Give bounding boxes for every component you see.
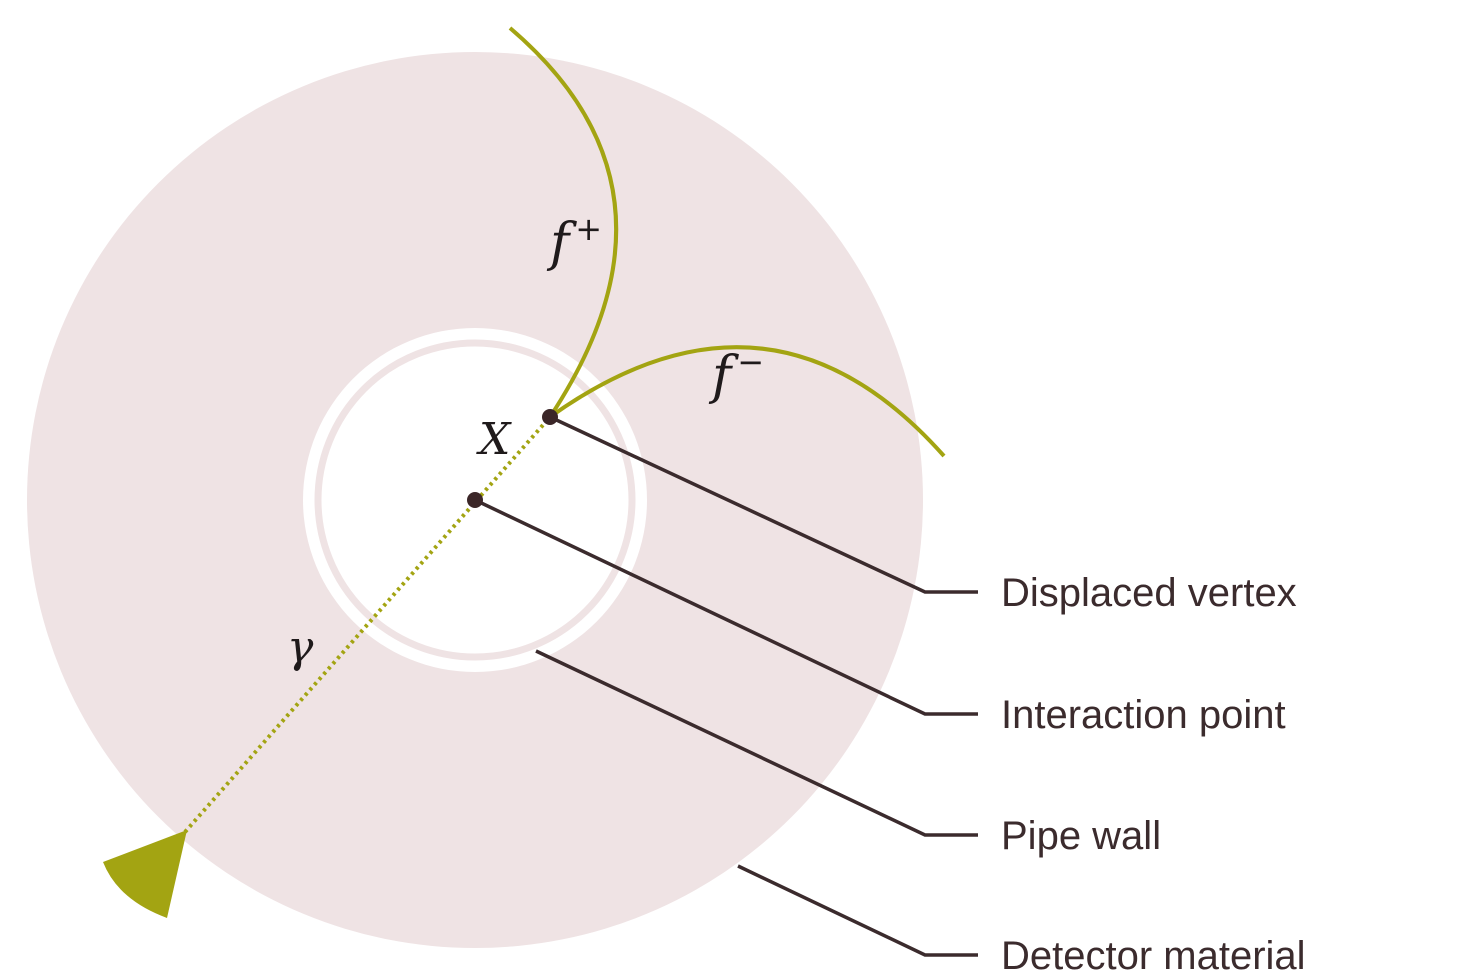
f-minus-track xyxy=(548,345,946,458)
photon-source-icon xyxy=(103,830,187,918)
callout-detector-material: Detector material xyxy=(1001,934,1306,975)
callout-displaced-vertex: Displaced vertex xyxy=(1001,571,1297,615)
x-particle-label: X xyxy=(476,414,512,465)
callout-interaction-point: Interaction point xyxy=(1001,693,1286,737)
callout-line-pipe-wall xyxy=(535,649,978,837)
pipe-wall-ring xyxy=(314,339,636,661)
f-plus-track xyxy=(508,26,619,419)
photon-label: γ xyxy=(287,622,314,673)
photon-track xyxy=(183,415,552,834)
callout-pipe-wall: Pipe wall xyxy=(1001,814,1161,858)
displaced-vertex-dot xyxy=(542,409,558,425)
callout-line-interaction-point xyxy=(474,498,978,716)
interaction-point-dot xyxy=(467,492,483,508)
callout-line-detector-material xyxy=(737,864,978,957)
callout-line-displaced-vertex xyxy=(549,415,978,594)
